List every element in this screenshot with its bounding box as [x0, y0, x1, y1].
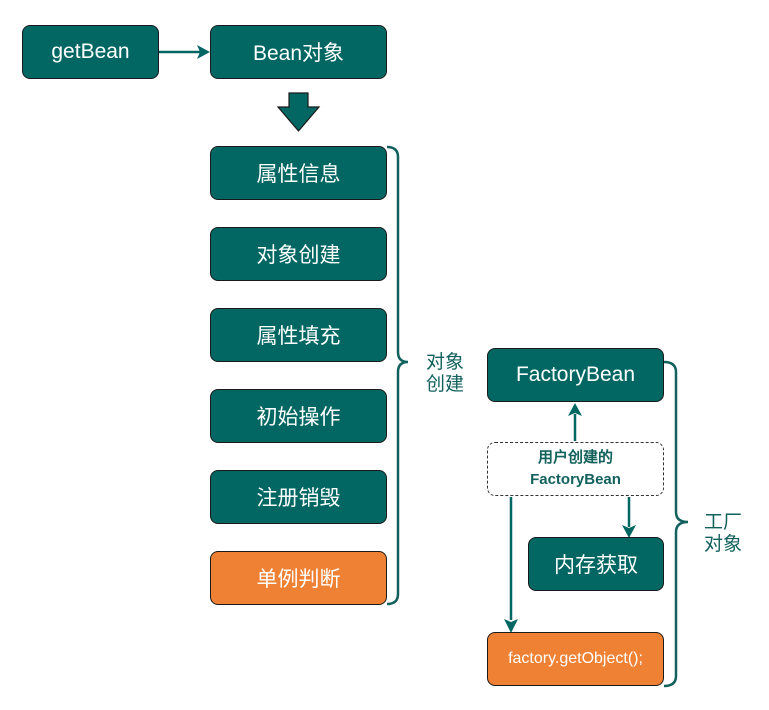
factory-bean-box[interactable]: FactoryBean — [487, 348, 664, 402]
step-register-destroy[interactable]: 注册销毁 — [210, 470, 387, 524]
brace-left-label: 对象 创建 — [426, 352, 464, 396]
get-object-box[interactable]: factory.getObject(); — [487, 632, 664, 686]
step-object-creation[interactable]: 对象创建 — [210, 227, 387, 281]
memory-fetch-label: 内存获取 — [554, 554, 638, 577]
user-created-line: FactoryBean — [530, 471, 621, 488]
get-bean-box[interactable]: getBean — [22, 25, 159, 79]
brace-right — [663, 360, 689, 688]
brace-right-label-line: 工厂 — [704, 512, 743, 533]
step-label: 单例判断 — [256, 568, 341, 591]
step-label: 对象创建 — [256, 244, 341, 267]
get-object-label: factory.getObject(); — [508, 650, 643, 667]
brace-right-label-line: 对象 — [704, 534, 743, 555]
arrow-to-get-object — [504, 497, 518, 633]
brace-left-label-line: 创建 — [426, 374, 465, 395]
get-bean-label: getBean — [51, 40, 130, 63]
arrow-to-memory-fetch — [622, 497, 636, 538]
user-created-factory-bean-box[interactable]: 用户创建的 FactoryBean — [487, 442, 664, 496]
step-attribute-fill[interactable]: 属性填充 — [210, 308, 387, 362]
brace-left — [386, 145, 409, 606]
step-label: 属性填充 — [256, 325, 341, 348]
step-singleton-check[interactable]: 单例判断 — [210, 551, 387, 605]
step-label: 初始操作 — [256, 406, 341, 429]
bean-object-box[interactable]: Bean对象 — [210, 25, 387, 79]
brace-left-label-line: 对象 — [426, 352, 465, 373]
step-attribute-info[interactable]: 属性信息 — [210, 146, 387, 200]
memory-fetch-box[interactable]: 内存获取 — [528, 537, 664, 591]
step-label: 注册销毁 — [256, 487, 341, 510]
arrow-getbean-to-bean — [158, 45, 210, 59]
brace-right-label: 工厂 对象 — [704, 512, 742, 556]
bean-object-label: Bean对象 — [252, 42, 345, 65]
arrow-to-factorybean — [568, 403, 582, 441]
down-arrow-icon — [276, 92, 321, 132]
user-created-line: 用户创建的 — [537, 449, 613, 466]
factory-bean-label: FactoryBean — [515, 363, 636, 386]
step-init-operation[interactable]: 初始操作 — [210, 389, 387, 443]
step-label: 属性信息 — [256, 163, 341, 186]
